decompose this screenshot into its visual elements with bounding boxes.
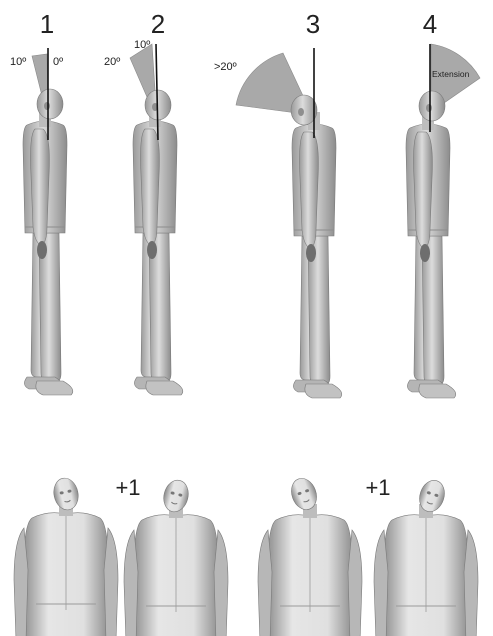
bottom-pair-2-figure-b-body xyxy=(374,504,478,636)
panel-2-angle-label-a: 20º xyxy=(104,56,120,68)
panel-2-angle-label-b: 10º xyxy=(134,39,150,51)
panel-3-angle-label: >20º xyxy=(214,61,237,73)
bottom-pair-1-figure-a-body xyxy=(14,502,118,636)
panel-3-figure-head xyxy=(291,95,317,125)
panel-4-figure-body xyxy=(406,112,456,398)
bottom-pair-1: +1 xyxy=(14,475,228,636)
panel-2: 2 20º 10º xyxy=(104,9,183,395)
bottom-pair-1-figure-a-head xyxy=(51,476,81,512)
panel-4-angle-label: Extension xyxy=(432,69,470,79)
bottom-pair-2-figure-a-body xyxy=(258,504,362,636)
panel-1-angle-label-b: 0º xyxy=(53,56,63,68)
panel-4-figure-head xyxy=(419,91,445,121)
bottom-pair-1-figure-b-head xyxy=(160,478,191,515)
panel-1-angle-label-a: 10º xyxy=(10,56,26,68)
panel-3: 3 >20º xyxy=(214,9,342,398)
bottom-pair-1-figure-b-body xyxy=(124,504,228,636)
bottom-pair-1-label: +1 xyxy=(115,475,140,500)
panel-4: 4 Extension xyxy=(406,9,480,398)
panel-3-figure-body xyxy=(292,112,342,398)
panel-2-number: 2 xyxy=(151,9,165,39)
bottom-pair-2: +1 xyxy=(258,475,478,636)
bottom-pair-2-label: +1 xyxy=(365,475,390,500)
panel-1-number: 1 xyxy=(40,9,54,39)
panel-4-number: 4 xyxy=(423,9,437,39)
panel-2-figure-body xyxy=(133,109,183,395)
panel-1-figure-head xyxy=(37,89,63,119)
panel-1-figure-body xyxy=(23,109,73,395)
panel-1: 1 10º 0º xyxy=(10,9,73,395)
panel-3-number: 3 xyxy=(306,9,320,39)
